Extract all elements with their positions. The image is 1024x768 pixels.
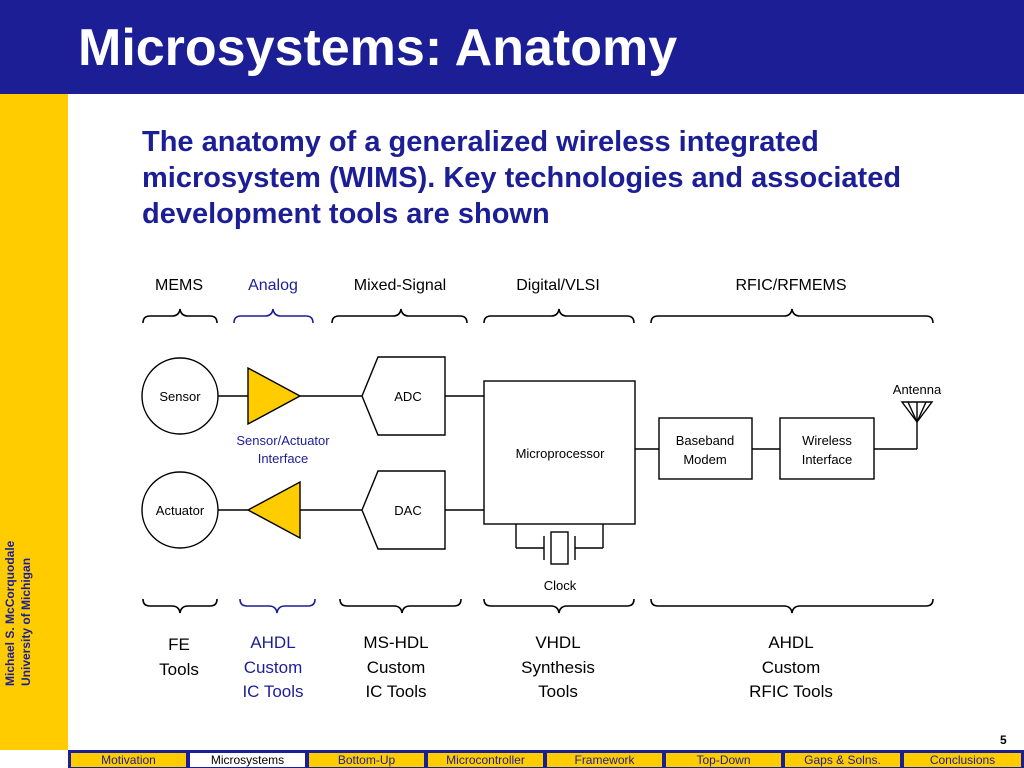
bottom-brace-digital	[483, 598, 635, 614]
antenna-icon	[900, 401, 934, 424]
nav-tab-gaps-solns[interactable]: Gaps & Solns.	[784, 752, 901, 768]
wireless-interface-label-1: Wireless	[802, 433, 852, 448]
page-number: 5	[1000, 733, 1007, 747]
slide-title: Microsystems: Anatomy	[78, 19, 678, 77]
bottom-brace-rfic	[650, 598, 934, 614]
nav-tab-top-down[interactable]: Top-Down	[665, 752, 782, 768]
sensor-actuator-interface-label-1: Sensor/Actuator	[236, 433, 330, 448]
slide-subtitle: The anatomy of a generalized wireless in…	[142, 126, 902, 230]
nav-tab-bottom-up[interactable]: Bottom-Up	[308, 752, 425, 768]
category-mems: MEMS	[155, 277, 203, 294]
tools-digital-3: Tools	[538, 682, 578, 701]
tools-mems-2: Tools	[159, 660, 199, 679]
baseband-modem-label-1: Baseband	[676, 433, 735, 448]
tools-digital-1: VHDL	[535, 633, 580, 652]
wireless-interface-block	[779, 417, 875, 480]
actuator-label: Actuator	[156, 503, 205, 518]
clock-crystal-icon	[543, 531, 576, 565]
tools-mixed-signal-1: MS-HDL	[363, 633, 428, 652]
actuator-node	[141, 471, 219, 549]
tools-rfic-3: RFIC Tools	[749, 682, 833, 701]
top-brace-mixed-signal	[331, 308, 468, 324]
nav-tab-framework[interactable]: Framework	[546, 752, 663, 768]
nav-tab-microcontroller[interactable]: Microcontroller	[427, 752, 544, 768]
tools-analog-2: Custom	[244, 658, 303, 677]
actuator-amplifier-icon	[246, 480, 301, 540]
tools-mixed-signal-3: IC Tools	[365, 682, 426, 701]
nav-tab-conclusions[interactable]: Conclusions	[903, 752, 1022, 768]
title-bar: Microsystems: Anatomy	[0, 0, 1024, 94]
baseband-modem-block	[658, 417, 753, 480]
tools-analog-3: IC Tools	[242, 682, 303, 701]
bottom-brace-mems	[142, 598, 218, 614]
wims-diagram: MEMS Analog Mixed-Signal Digital/VLSI RF…	[141, 277, 942, 701]
top-brace-mems	[142, 308, 218, 324]
category-mixed-signal: Mixed-Signal	[354, 277, 446, 294]
category-digital-vlsi: Digital/VLSI	[516, 277, 600, 294]
tools-rfic-2: Custom	[762, 658, 821, 677]
bottom-brace-analog	[239, 598, 316, 614]
tools-analog-1: AHDL	[250, 633, 295, 652]
tools-digital-2: Synthesis	[521, 658, 595, 677]
sensor-node	[141, 357, 219, 435]
antenna-label: Antenna	[893, 382, 942, 397]
nav-tab-motivation[interactable]: Motivation	[70, 752, 187, 768]
dac-label: DAC	[394, 503, 421, 518]
top-brace-digital	[483, 308, 635, 324]
tools-mixed-signal-2: Custom	[367, 658, 426, 677]
sensor-label: Sensor	[159, 389, 201, 404]
bottom-brace-mixed-signal	[339, 598, 462, 614]
microprocessor-label: Microprocessor	[516, 446, 606, 461]
top-brace-rfic	[650, 308, 934, 324]
nav-tab-microsystems[interactable]: Microsystems	[189, 752, 306, 768]
tools-mems-1: FE	[168, 635, 190, 654]
wireless-interface-label-2: Interface	[802, 452, 853, 467]
adc-block	[361, 356, 446, 436]
baseband-modem-label-2: Modem	[683, 452, 726, 467]
sensor-amplifier-icon	[247, 366, 302, 426]
microprocessor-block	[483, 380, 636, 525]
tools-rfic-1: AHDL	[768, 633, 813, 652]
clock-label: Clock	[544, 578, 577, 593]
category-rfic-rfmems: RFIC/RFMEMS	[735, 277, 846, 294]
category-analog: Analog	[248, 277, 298, 294]
adc-label: ADC	[394, 389, 421, 404]
sensor-actuator-interface-label-2: Interface	[258, 451, 309, 466]
dac-block	[361, 470, 446, 550]
top-brace-analog	[233, 308, 314, 324]
side-bar	[0, 94, 68, 750]
